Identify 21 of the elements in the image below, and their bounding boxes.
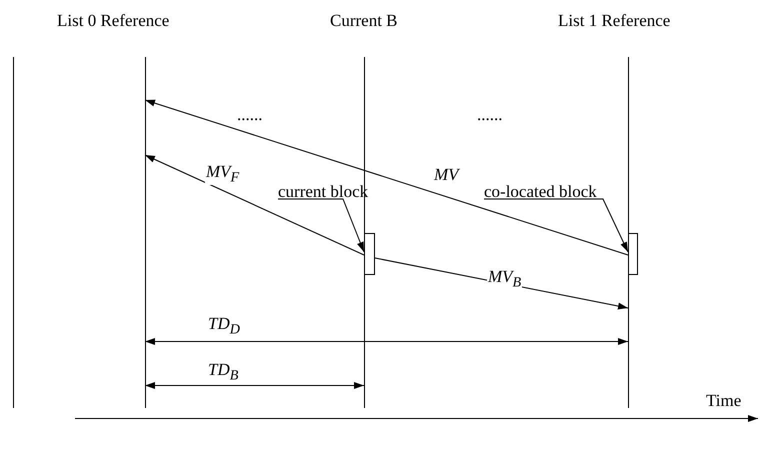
edge-label: MV <box>433 166 460 183</box>
time-distance-arrow <box>144 338 628 345</box>
block-rectangle <box>364 233 375 275</box>
edge-label: MV$_{B}$ <box>487 268 522 290</box>
block-label: co-located block <box>484 183 652 200</box>
column-header: Current B <box>330 12 398 29</box>
leader-line <box>278 198 364 252</box>
text-label: Time <box>706 392 742 409</box>
leader-line <box>484 198 628 252</box>
timeline-line <box>145 57 146 408</box>
timeline-line <box>628 57 629 408</box>
column-header: List 1 Reference <box>558 12 670 29</box>
time-distance-arrow <box>144 382 364 389</box>
motion-vector-arrow <box>144 154 364 256</box>
motion-vector-arrow <box>144 100 628 256</box>
timeline-line <box>364 57 365 408</box>
text-label: ...... <box>237 106 262 123</box>
block-rectangle <box>628 233 638 275</box>
column-header: List 0 Reference <box>57 12 170 29</box>
edge-label: MV$_{F}$ <box>205 163 240 185</box>
text-label: ...... <box>477 106 502 123</box>
